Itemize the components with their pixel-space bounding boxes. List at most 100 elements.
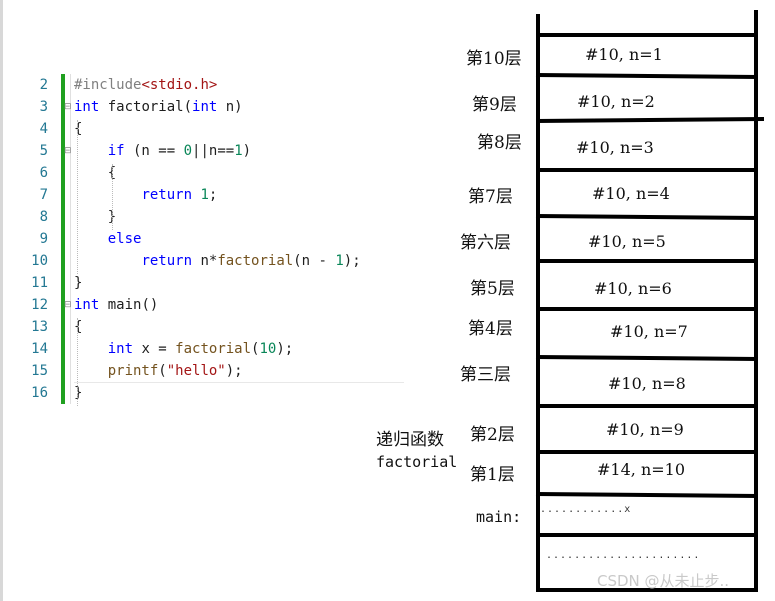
code-token: (: [158, 363, 167, 379]
stack-frame-text: #10, n=4: [592, 184, 670, 203]
code-token: <stdio.h>: [141, 77, 218, 93]
code-token: ||n==: [192, 143, 235, 159]
code-token: int: [107, 341, 134, 357]
main-frame-content: ............x: [540, 504, 632, 515]
code-token: 0: [183, 143, 193, 159]
code-line: return 1;: [74, 184, 408, 206]
code-token: 1: [335, 253, 344, 269]
line-number: 10: [31, 253, 48, 269]
fold-toggle-icon[interactable]: ⊟: [64, 146, 72, 156]
line-number: 15: [31, 363, 48, 379]
code-token: "hello": [166, 363, 226, 379]
code-line: }: [74, 272, 408, 294]
line-number: 8: [39, 209, 48, 225]
code-token: );: [343, 253, 361, 269]
layer-label: 第9层: [472, 95, 517, 115]
stack-frame-text: #14, n=10: [597, 460, 686, 479]
code-token: 10: [259, 341, 277, 357]
stack-frame-divider: [535, 73, 759, 79]
code-line: int x = factorial(10);: [74, 338, 408, 360]
watermark: CSDN @从未止步..: [597, 572, 730, 590]
code-token: {: [74, 121, 83, 137]
code-token: main(): [99, 297, 159, 313]
line-number: 12: [31, 297, 48, 313]
layer-label: 第三层: [460, 365, 511, 385]
layer-label: 第六层: [460, 233, 511, 253]
code-token: }: [74, 209, 117, 225]
code-line: return n*factorial(n - 1);: [74, 250, 408, 272]
code-token: (n -: [293, 253, 336, 269]
code-token: int: [74, 297, 100, 313]
stack-frame-divider: [535, 214, 759, 220]
stack-frame-text: #10, n=1: [585, 45, 663, 64]
code-token: (: [251, 341, 260, 357]
code-token: 1: [200, 187, 209, 203]
line-number: 9: [39, 231, 48, 247]
code-token: {: [74, 165, 117, 181]
code-token: #include: [74, 77, 142, 93]
code-token: factorial: [175, 341, 252, 357]
code-token: {: [74, 319, 83, 335]
code-token: return: [141, 187, 193, 203]
code-token: );: [276, 341, 294, 357]
code-token: factorial: [217, 253, 294, 269]
stack-frame-text: #10, n=6: [594, 279, 672, 298]
recursive-function-name: factorial: [376, 453, 458, 471]
code-line: {: [74, 162, 408, 184]
current-line-highlight: [74, 382, 404, 383]
layer-label: 第10层: [466, 49, 522, 69]
line-number: 3: [39, 99, 48, 115]
line-number: 4: [39, 121, 48, 137]
code-token: int: [74, 99, 100, 115]
code-token: n): [217, 99, 243, 115]
line-number: 16: [31, 385, 48, 401]
code-token: ;: [208, 187, 218, 203]
indent-guide: [77, 318, 78, 406]
code-token: 1: [234, 143, 243, 159]
layer-label: 第7层: [468, 187, 513, 207]
line-number: 2: [39, 77, 48, 93]
change-indicator-bar: [61, 74, 65, 404]
stack-frame-dividers: [535, 33, 765, 592]
code-line: ⊟int main(): [64, 294, 408, 316]
main-frame-label: main:: [476, 508, 522, 526]
code-line: #include<stdio.h>: [74, 74, 408, 96]
fold-toggle-icon[interactable]: ⊟: [64, 300, 72, 310]
indent-guide: [112, 164, 113, 230]
stack-frame-text: #10, n=3: [576, 138, 654, 157]
code-token: ): [242, 143, 252, 159]
stack-frame-divider: [535, 492, 759, 498]
code-token: else: [107, 231, 142, 247]
stack-frame-text: #10, n=2: [577, 92, 655, 111]
code-line: }: [74, 206, 408, 228]
layer-label: 第1层: [470, 465, 515, 485]
line-number: 14: [31, 341, 48, 357]
fold-toggle-icon[interactable]: ⊟: [64, 102, 72, 112]
line-number: 7: [39, 187, 48, 203]
code-line: else: [74, 228, 408, 250]
code-token: }: [74, 275, 83, 291]
line-number: 5: [39, 143, 48, 159]
code-lines: #include<stdio.h>⊟int factorial(int n){⊟…: [64, 74, 408, 404]
code-token: printf: [107, 363, 159, 379]
code-line: ⊟int factorial(int n): [64, 96, 408, 118]
layer-label: 第5层: [470, 279, 515, 299]
stack-frame-text: #10, n=8: [608, 374, 686, 393]
code-line: {: [74, 316, 408, 338]
gutter-separator: [70, 74, 71, 404]
code-line: {: [74, 118, 408, 140]
code-token: );: [225, 363, 243, 379]
code-line: printf("hello");: [74, 360, 408, 382]
indent-guide: [77, 120, 78, 274]
layer-label: 第4层: [468, 319, 513, 339]
layer-label: 第8层: [477, 133, 522, 153]
stack-frame-divider: [535, 117, 765, 123]
code-token: }: [74, 385, 83, 401]
code-line: ⊟ if (n == 0||n==1): [64, 140, 408, 162]
code-token: (n ==: [124, 143, 184, 159]
code-token: return: [141, 253, 193, 269]
stack-frame-text: #10, n=7: [610, 322, 688, 341]
